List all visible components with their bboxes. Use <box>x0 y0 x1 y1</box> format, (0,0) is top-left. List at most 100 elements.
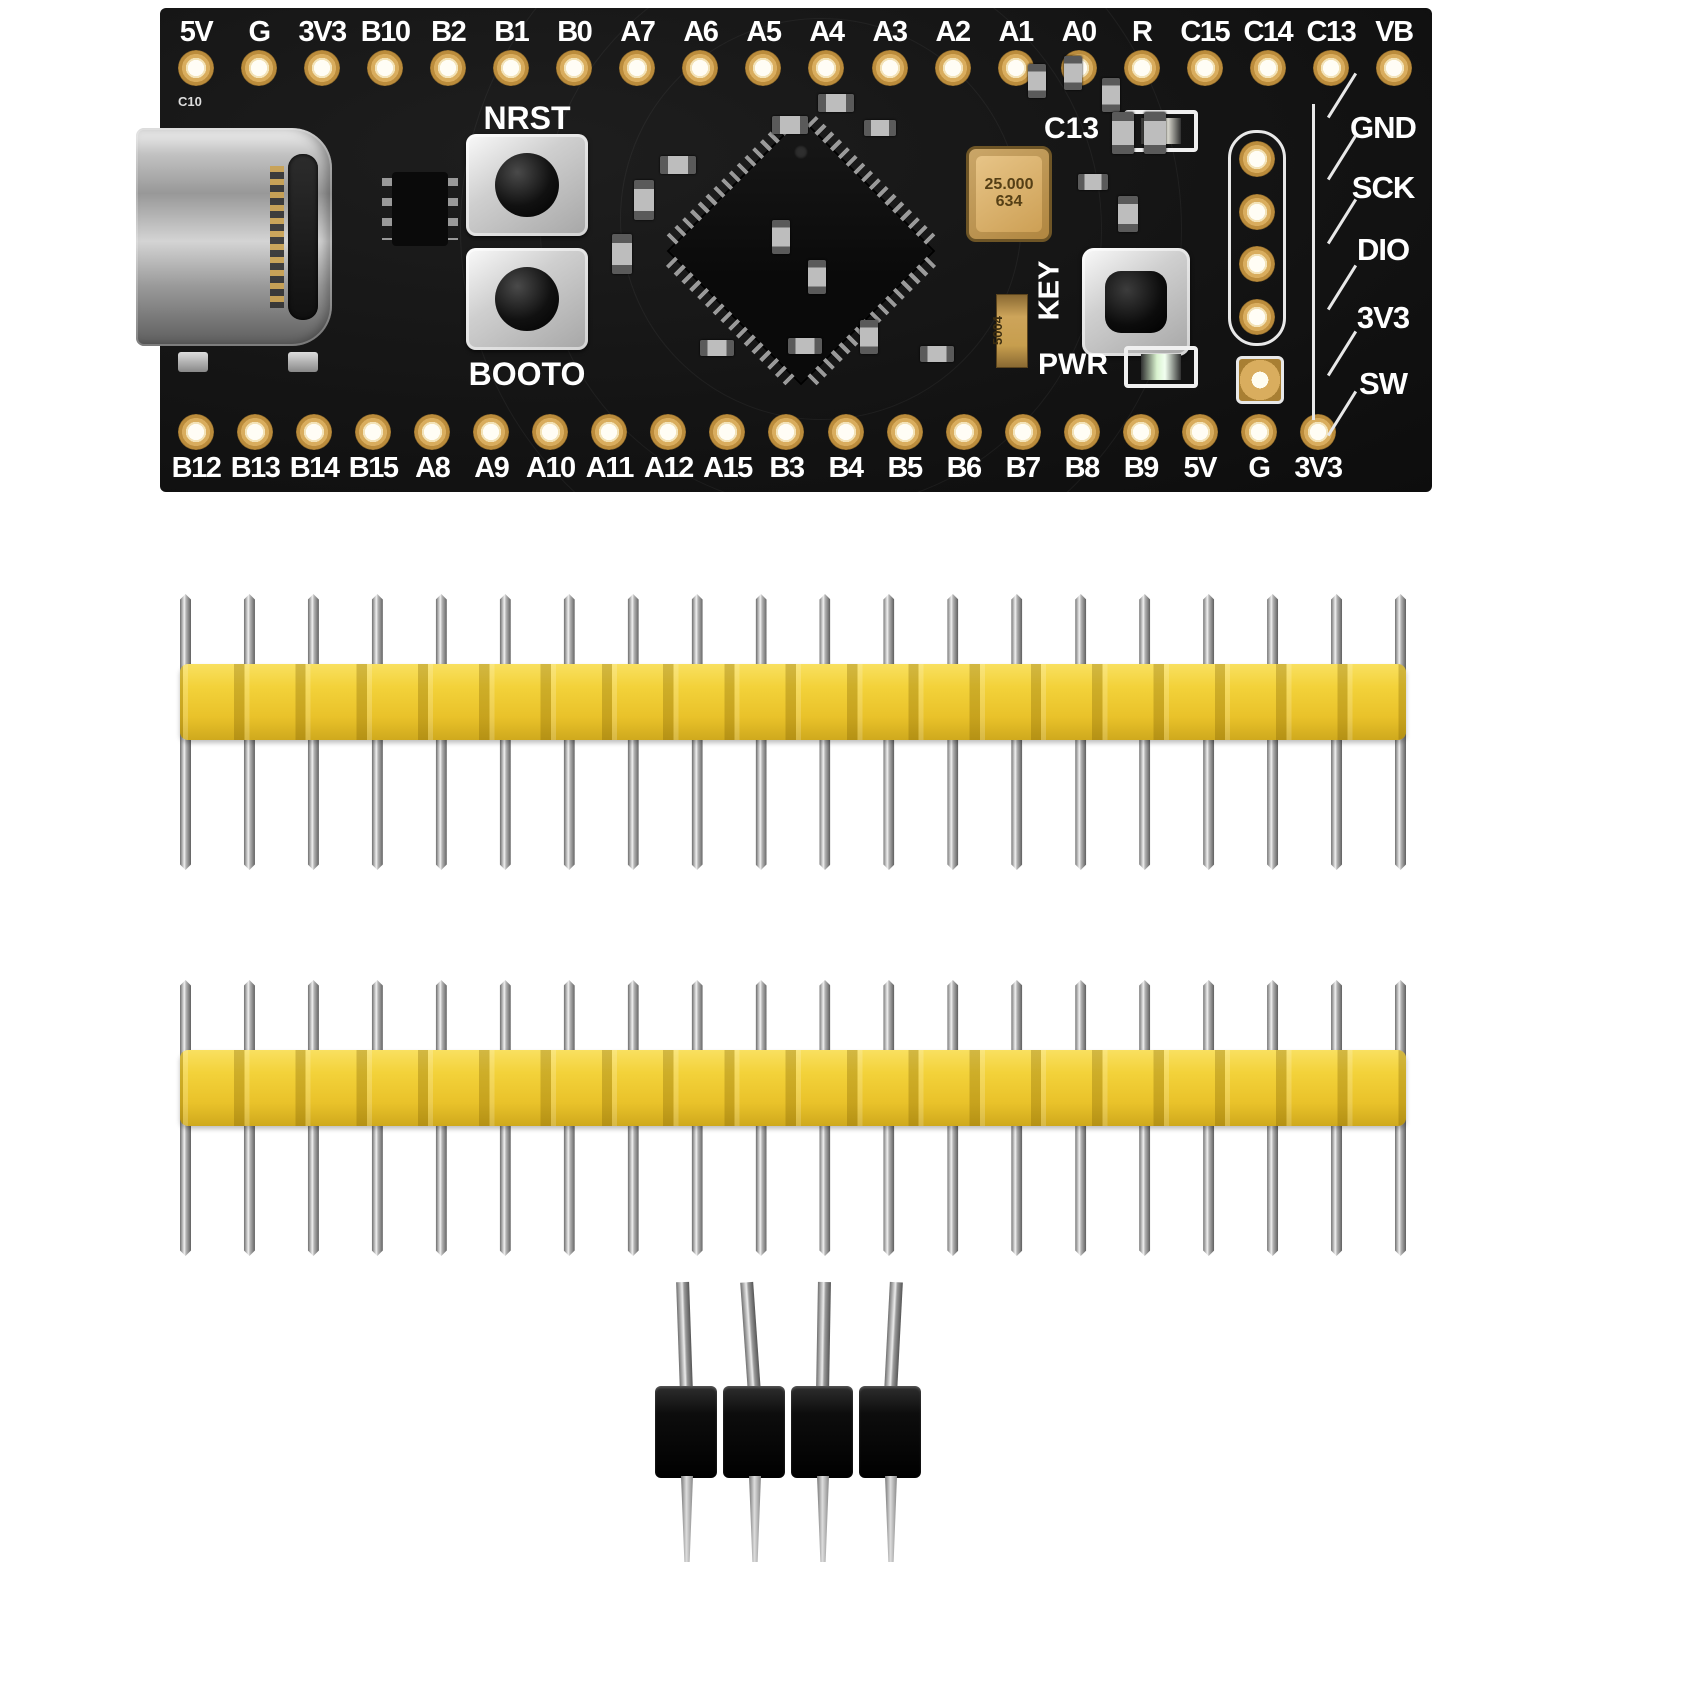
pin-hole <box>414 414 450 450</box>
crystal-oscillator: 25.000 634 <box>966 146 1052 242</box>
key-label: KEY <box>1034 253 1067 329</box>
smd-component <box>1078 174 1108 190</box>
pin-unit: A9 <box>469 414 513 484</box>
smd-component <box>788 338 822 354</box>
pin-label: 3V3 <box>1294 452 1341 484</box>
pin-unit: B15 <box>351 414 395 484</box>
pin-unit: A3 <box>868 16 912 86</box>
pin-label: A9 <box>474 452 508 484</box>
pin-hole <box>1250 50 1286 86</box>
usb-mount-tab <box>178 352 208 372</box>
pin-unit: B13 <box>233 414 277 484</box>
pin-unit: B3 <box>764 414 808 484</box>
pin-label: B9 <box>1124 452 1158 484</box>
smd-component <box>772 116 808 134</box>
pin-hole <box>709 414 745 450</box>
pin-label: 3V3 <box>299 16 346 48</box>
smd-component <box>1112 112 1134 154</box>
swd-hole <box>1239 246 1275 282</box>
pin-label: B13 <box>231 452 280 484</box>
pin-label: B10 <box>361 16 410 48</box>
pin-unit: B1 <box>489 16 533 86</box>
pin-hole <box>237 414 273 450</box>
pin-label: R <box>1132 16 1151 48</box>
header-pin <box>816 1282 831 1394</box>
pin-unit: A15 <box>705 414 749 484</box>
mcu-pin1-dot <box>791 142 811 162</box>
pin-unit: B7 <box>1001 414 1045 484</box>
pin-label: A6 <box>683 16 717 48</box>
c13-led-label: C13 <box>1044 112 1099 146</box>
pin-unit: 3V3 <box>300 16 344 86</box>
pin-label: B2 <box>431 16 465 48</box>
header-pin <box>885 1476 897 1562</box>
nrst-button-cap <box>495 153 559 217</box>
pin-hole <box>1005 414 1041 450</box>
bottom-pin-row: B12B13B14B15A8A9A10A11A12A15B3B4B5B6B7B8… <box>174 414 1340 484</box>
pin-hole <box>828 414 864 450</box>
header-pin <box>817 1476 829 1562</box>
key-button <box>1082 248 1190 356</box>
pin-hole <box>178 50 214 86</box>
black-header <box>652 1282 928 1566</box>
swd-hole <box>1239 194 1275 230</box>
pin-hole <box>1064 414 1100 450</box>
boot0-label: BOOTO <box>454 356 600 393</box>
top-pin-row: 5VG3V3B10B2B1B0A7A6A5A4A3A2A1A0RC15C14C1… <box>174 16 1416 86</box>
diode-component: 5004 <box>996 294 1028 368</box>
pin-label: A2 <box>936 16 970 48</box>
pin-label: 5V <box>1184 452 1216 484</box>
pin-hole <box>591 414 627 450</box>
pin-label: B8 <box>1065 452 1099 484</box>
usb-contact-pins <box>270 166 284 308</box>
pin-label: B15 <box>349 452 398 484</box>
pin-hole <box>619 50 655 86</box>
pin-unit: VB <box>1372 16 1416 86</box>
yellow-header-1 <box>180 594 1406 870</box>
pin-unit: A7 <box>615 16 659 86</box>
pin-label: A1 <box>999 16 1033 48</box>
swd-header-outline <box>1228 130 1286 346</box>
pin-hole <box>430 50 466 86</box>
pin-hole <box>1124 50 1160 86</box>
pin-unit: A10 <box>528 414 572 484</box>
pin-unit: 5V <box>174 16 218 86</box>
smd-component <box>1144 112 1166 154</box>
silkscreen-line <box>1312 104 1315 420</box>
pin-label: A7 <box>620 16 654 48</box>
pin-label: A5 <box>746 16 780 48</box>
pin-hole <box>1313 50 1349 86</box>
mcu-pins <box>666 257 795 386</box>
pin-hole <box>946 414 982 450</box>
pin-unit: A12 <box>646 414 690 484</box>
swd-labels: GNDSCKDIO3V3SW <box>1340 104 1426 424</box>
pin-hole <box>367 50 403 86</box>
header-pin <box>884 1282 903 1395</box>
yellow-header-2 <box>180 980 1406 1256</box>
pin-label: B14 <box>290 452 339 484</box>
ic-pins <box>382 178 392 240</box>
pin-hole <box>304 50 340 86</box>
nrst-label: NRST <box>460 100 594 137</box>
boot0-button <box>466 248 588 350</box>
pin-unit: G <box>237 16 281 86</box>
regulator-ic <box>392 172 448 246</box>
pin-hole <box>241 50 277 86</box>
pin-hole <box>650 414 686 450</box>
pin-unit: B14 <box>292 414 336 484</box>
diode-marking: 5004 <box>990 316 1005 345</box>
pin-unit: B2 <box>426 16 470 86</box>
dev-board: 5VG3V3B10B2B1B0A7A6A5A4A3A2A1A0RC15C14C1… <box>160 8 1432 492</box>
pin-label: B6 <box>947 452 981 484</box>
pin-label: B7 <box>1006 452 1040 484</box>
ic-pins <box>448 178 458 240</box>
usb-c-connector <box>136 128 332 346</box>
key-button-cap <box>1105 271 1167 333</box>
pwr-label: PWR <box>1038 348 1108 382</box>
pin-hole <box>1182 414 1218 450</box>
smd-component <box>660 156 696 174</box>
crystal-frequency: 25.000 <box>985 177 1034 194</box>
smd-component <box>864 120 896 136</box>
sw-pad <box>1236 356 1284 404</box>
